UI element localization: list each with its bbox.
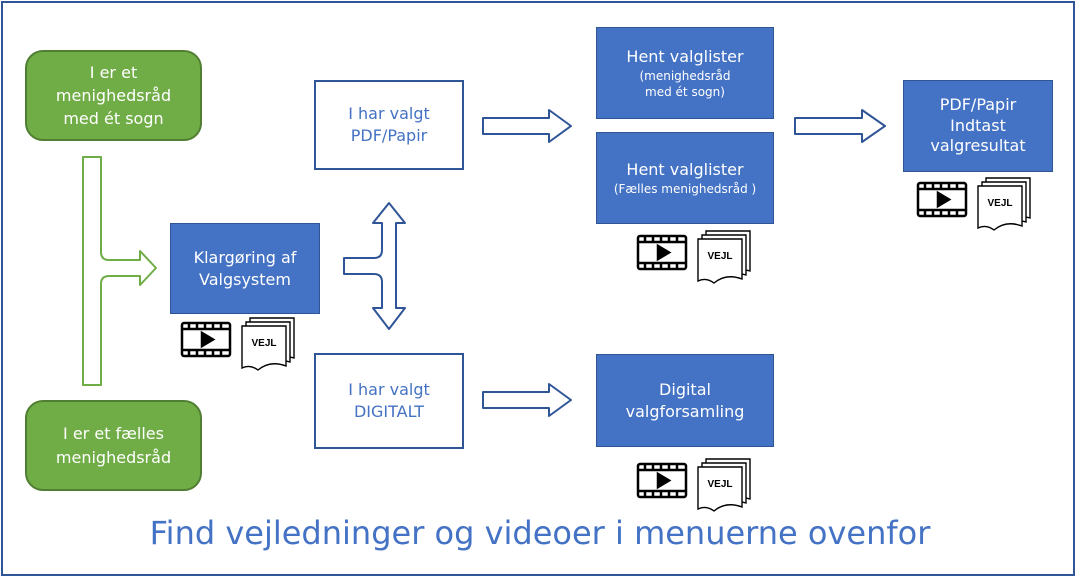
video-icon[interactable] bbox=[636, 234, 688, 271]
box-text: I er et fælles bbox=[63, 424, 164, 444]
arrow-right bbox=[482, 383, 572, 417]
box-text: menighedsråd bbox=[55, 447, 172, 467]
box-fetch-lists-joint-council: Hent valglister (Fælles menighedsråd ) bbox=[596, 132, 774, 224]
resource-icons-pdf-results: VEJL bbox=[916, 176, 1036, 238]
box-title: Hent valglister bbox=[626, 160, 744, 180]
video-icon[interactable] bbox=[636, 462, 688, 499]
box-text: DIGITALT bbox=[353, 402, 425, 421]
box-fetch-lists-single-parish: Hent valglister (menighedsråd med ét sog… bbox=[596, 27, 774, 119]
guide-doc-label: VEJL bbox=[987, 198, 1012, 209]
box-chose-pdf-paper: I har valgt PDF/Papir bbox=[314, 80, 464, 170]
box-text: Valgsystem bbox=[199, 269, 291, 289]
box-text: Klargøring af bbox=[193, 247, 297, 267]
guide-doc-label: VEJL bbox=[707, 479, 732, 490]
box-prepare-election-system: Klargøring af Valgsystem bbox=[170, 223, 320, 314]
guide-document-icon[interactable]: VEJL bbox=[697, 458, 751, 512]
arrow-right bbox=[794, 109, 886, 143]
box-text: Indtast bbox=[950, 115, 1006, 135]
box-text: Digital bbox=[659, 379, 711, 399]
guide-doc-label: VEJL bbox=[707, 251, 732, 262]
box-subtitle: med ét sogn) bbox=[645, 84, 725, 99]
box-digital-election-meeting: Digital valgforsamling bbox=[596, 354, 774, 447]
arrow-right bbox=[482, 109, 572, 143]
split-arrow bbox=[343, 202, 406, 330]
box-chose-digital: I har valgt DIGITALT bbox=[314, 353, 464, 449]
box-text: PDF/Papir bbox=[350, 126, 428, 145]
box-text: I er et bbox=[89, 62, 138, 82]
resource-icons-fetch-lists: VEJL bbox=[636, 229, 756, 291]
box-text: med ét sogn bbox=[63, 109, 164, 129]
resource-icons-digital: VEJL bbox=[636, 457, 756, 519]
box-pdf-enter-results: PDF/Papir Indtast valgresultat bbox=[903, 80, 1053, 172]
box-title: Hent valglister bbox=[626, 47, 744, 67]
box-single-parish-council: I er et menighedsråd med ét sogn bbox=[25, 50, 202, 141]
box-text: valgforsamling bbox=[625, 401, 745, 421]
guide-document-icon[interactable]: VEJL bbox=[241, 317, 295, 371]
box-subtitle: (menighedsråd bbox=[639, 68, 731, 83]
box-text: PDF/Papir bbox=[939, 94, 1017, 114]
guide-doc-label: VEJL bbox=[251, 338, 276, 349]
resource-icons-prep: VEJL bbox=[180, 316, 300, 378]
merge-arrow bbox=[82, 156, 157, 386]
box-joint-parish-council: I er et fælles menighedsråd bbox=[25, 400, 202, 491]
guide-document-icon[interactable]: VEJL bbox=[977, 177, 1031, 231]
box-text: I har valgt bbox=[348, 379, 430, 399]
footer-instruction: Find vejledninger og videoer i menuerne … bbox=[149, 514, 931, 552]
guide-document-icon[interactable]: VEJL bbox=[697, 230, 751, 284]
video-icon[interactable] bbox=[180, 321, 232, 358]
box-text: I har valgt bbox=[348, 103, 430, 123]
video-icon[interactable] bbox=[916, 181, 968, 218]
box-text: valgresultat bbox=[930, 136, 1026, 156]
box-text: menighedsråd bbox=[55, 85, 172, 105]
box-subtitle: (Fælles menighedsråd ) bbox=[613, 181, 757, 196]
